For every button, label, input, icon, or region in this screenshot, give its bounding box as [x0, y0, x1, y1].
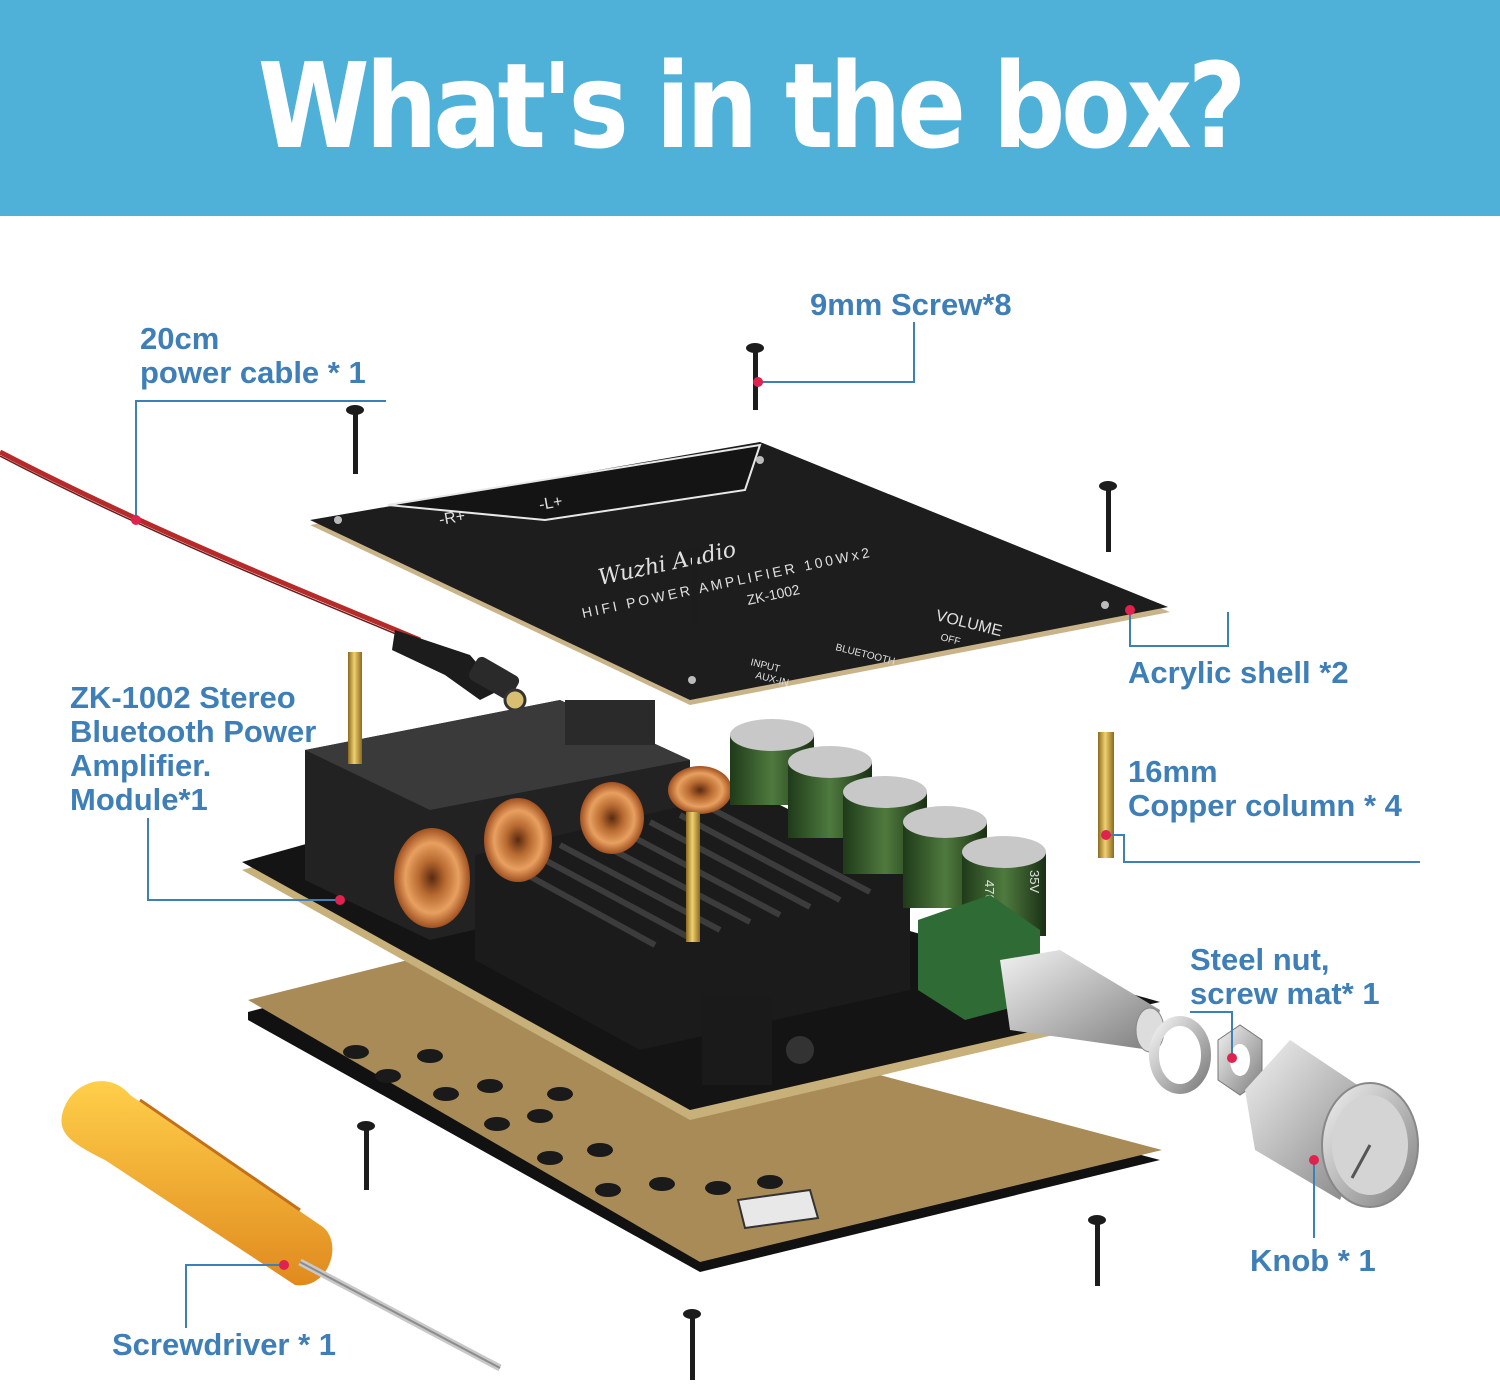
label-module: ZK-1002 Stereo Bluetooth Power Amplifier…: [70, 680, 317, 817]
copper-columns: [348, 652, 1114, 942]
svg-text:-R+: -R+: [438, 508, 467, 529]
inductor-coils: [394, 766, 732, 928]
header-banner: [0, 0, 1500, 216]
svg-text:-L+: -L+: [538, 493, 564, 514]
label-steel-nut: Steel nut, screw mat* 1: [1190, 942, 1380, 1011]
capacitors: 470UF 35V: [730, 719, 1046, 936]
label-acrylic-shell: Acrylic shell *2: [1128, 655, 1349, 690]
label-copper-column: 16mm Copper column * 4: [1128, 754, 1402, 823]
svg-text:OFF: OFF: [939, 632, 961, 648]
power-cable: [0, 449, 527, 712]
label-screw: 9mm Screw*8: [810, 287, 1012, 322]
svg-text:35V: 35V: [1027, 870, 1042, 893]
label-power-cable: 20cm power cable * 1: [140, 321, 366, 390]
label-knob: Knob * 1: [1250, 1243, 1376, 1278]
knob: [1245, 1040, 1419, 1208]
screwdriver: [61, 1081, 502, 1372]
page-title: What's in the box?: [257, 37, 1247, 175]
acrylic-shell-top: Wuzhi Audio HIFI POWER AMPLIFIER 100Wx2 …: [310, 442, 1170, 705]
callout-markers: [131, 377, 1319, 1270]
steel-nut-washer: [1149, 1016, 1263, 1096]
label-screwdriver: Screwdriver * 1: [112, 1327, 337, 1362]
callout-lines: [135, 322, 1420, 1328]
